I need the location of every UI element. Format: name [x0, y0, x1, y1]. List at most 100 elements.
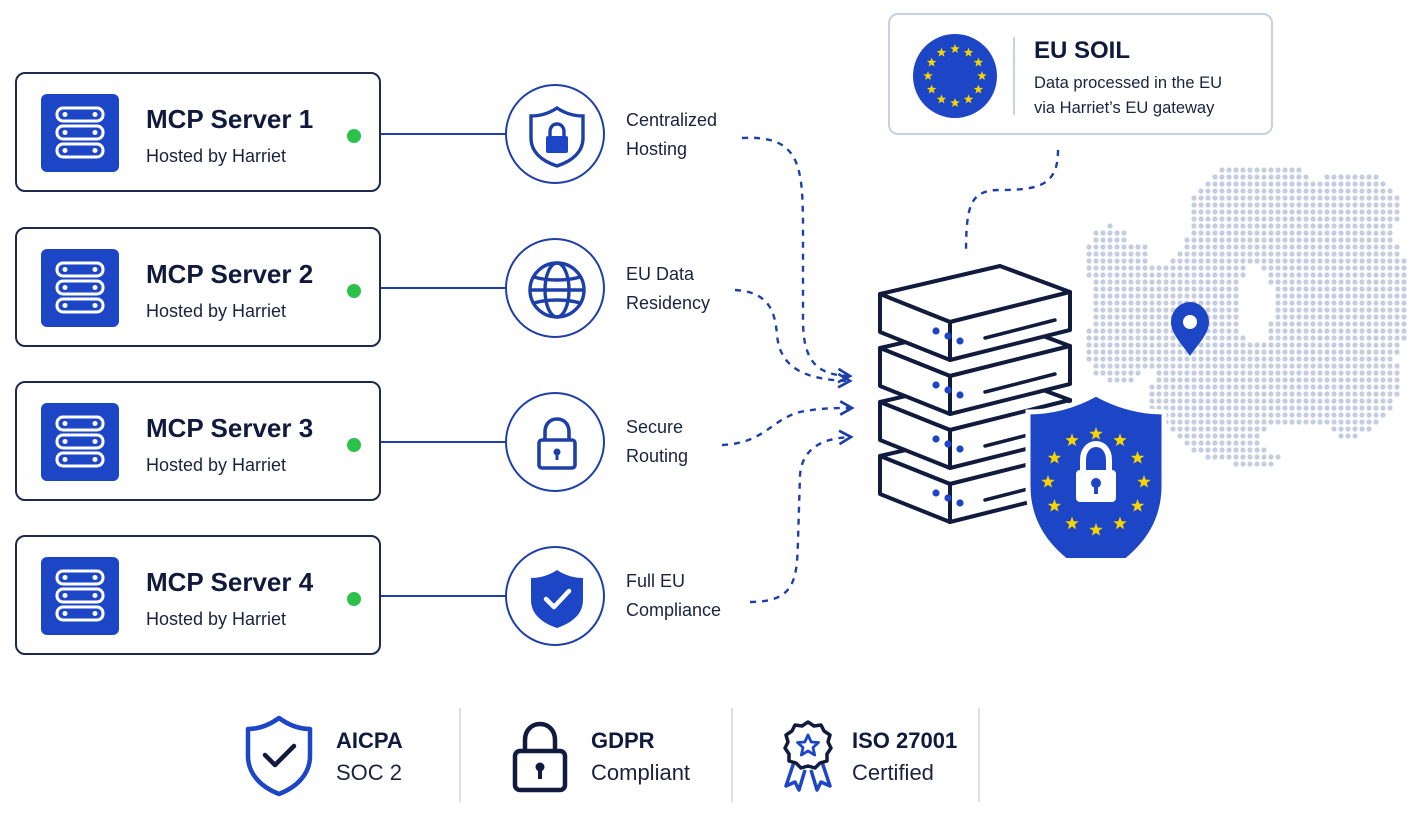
server-card-4[interactable]: MCP Server 4 Hosted by Harriet: [15, 535, 381, 655]
map-dot: [1359, 237, 1365, 243]
map-dot: [1352, 433, 1358, 439]
eu-star: [936, 47, 947, 57]
map-dot: [1268, 363, 1274, 369]
map-dot: [1240, 265, 1246, 271]
map-dot: [1303, 230, 1309, 236]
map-dot: [1275, 405, 1281, 411]
map-dot: [1191, 272, 1197, 278]
map-dot: [1282, 251, 1288, 257]
map-dot: [1394, 293, 1400, 299]
map-dot: [1121, 335, 1127, 341]
map-dot: [1317, 279, 1323, 285]
map-dot: [1240, 356, 1246, 362]
map-dot: [1121, 300, 1127, 306]
map-dot: [1135, 300, 1141, 306]
map-dot: [1394, 286, 1400, 292]
map-dot: [1226, 258, 1232, 264]
server-card-1[interactable]: MCP Server 1 Hosted by Harriet: [15, 72, 381, 192]
map-dot: [1219, 244, 1225, 250]
map-dot: [1352, 328, 1358, 334]
map-dot: [1240, 363, 1246, 369]
shield-lock-icon: [529, 105, 585, 168]
map-dot: [1352, 412, 1358, 418]
map-dot: [1303, 209, 1309, 215]
map-dot: [1212, 279, 1218, 285]
map-dot: [1254, 209, 1260, 215]
map-dot: [1303, 188, 1309, 194]
map-dot: [1149, 272, 1155, 278]
map-dot: [1275, 209, 1281, 215]
globe-icon: [528, 261, 586, 319]
map-dot: [1233, 237, 1239, 243]
map-dot: [1107, 356, 1113, 362]
map-dot: [1170, 405, 1176, 411]
map-dot: [1156, 307, 1162, 313]
map-dot: [1205, 405, 1211, 411]
map-dot: [1324, 188, 1330, 194]
map-dot: [1170, 335, 1176, 341]
map-dot: [1345, 314, 1351, 320]
map-dot: [1317, 321, 1323, 327]
map-dot: [1254, 230, 1260, 236]
map-dot: [1233, 419, 1239, 425]
server-card-3[interactable]: MCP Server 3 Hosted by Harriet: [15, 381, 381, 501]
map-dot: [1100, 279, 1106, 285]
map-dot: [1338, 251, 1344, 257]
server-card-2[interactable]: MCP Server 2 Hosted by Harriet: [15, 227, 381, 347]
map-dot: [1324, 265, 1330, 271]
map-dot: [1359, 195, 1365, 201]
map-dot: [1338, 405, 1344, 411]
map-dot: [1177, 356, 1183, 362]
map-dot: [1233, 356, 1239, 362]
map-dot: [1261, 195, 1267, 201]
padlock-icon: [537, 417, 577, 470]
map-dot: [1352, 398, 1358, 404]
map-dot: [1107, 293, 1113, 299]
map-dot: [1247, 258, 1253, 264]
map-dot: [1219, 405, 1225, 411]
map-dot: [1380, 286, 1386, 292]
eu-soil-card: EU SOIL Data processed in the EU via Har…: [888, 13, 1273, 135]
map-dot: [1345, 188, 1351, 194]
server-title: MCP Server 3: [146, 413, 314, 443]
map-dot: [1268, 223, 1274, 229]
map-dot: [1107, 286, 1113, 292]
map-dot: [1268, 195, 1274, 201]
map-dot: [1282, 272, 1288, 278]
map-dot: [1303, 328, 1309, 334]
map-dot: [1338, 244, 1344, 250]
map-dot: [1331, 307, 1337, 313]
map-dot: [1366, 412, 1372, 418]
map-dot: [1338, 174, 1344, 180]
map-dot: [1240, 447, 1246, 453]
map-dot: [1128, 314, 1134, 320]
map-dot: [1205, 251, 1211, 257]
map-dot: [1247, 230, 1253, 236]
map-dot: [1289, 349, 1295, 355]
map-dot: [1345, 433, 1351, 439]
map-dot: [1289, 314, 1295, 320]
map-dot: [1387, 307, 1393, 313]
map-dot: [1345, 209, 1351, 215]
map-dot: [1205, 454, 1211, 460]
map-dot: [1345, 181, 1351, 187]
map-dot: [1247, 377, 1253, 383]
map-dot: [1226, 349, 1232, 355]
map-dot: [1226, 230, 1232, 236]
eu-star: [926, 57, 937, 67]
map-dot: [1373, 195, 1379, 201]
map-dot: [1303, 244, 1309, 250]
map-dot: [1163, 370, 1169, 376]
map-dot: [1401, 335, 1407, 341]
map-dot: [1380, 223, 1386, 229]
map-dot: [1359, 356, 1365, 362]
map-dot: [1184, 363, 1190, 369]
map-dot: [1177, 272, 1183, 278]
map-dot: [1093, 237, 1099, 243]
map-dot: [1135, 370, 1141, 376]
eu-soil-title: EU SOIL: [1034, 37, 1131, 64]
map-dot: [1107, 300, 1113, 306]
map-dot: [1296, 377, 1302, 383]
map-dot: [1156, 300, 1162, 306]
map-dot: [1233, 202, 1239, 208]
